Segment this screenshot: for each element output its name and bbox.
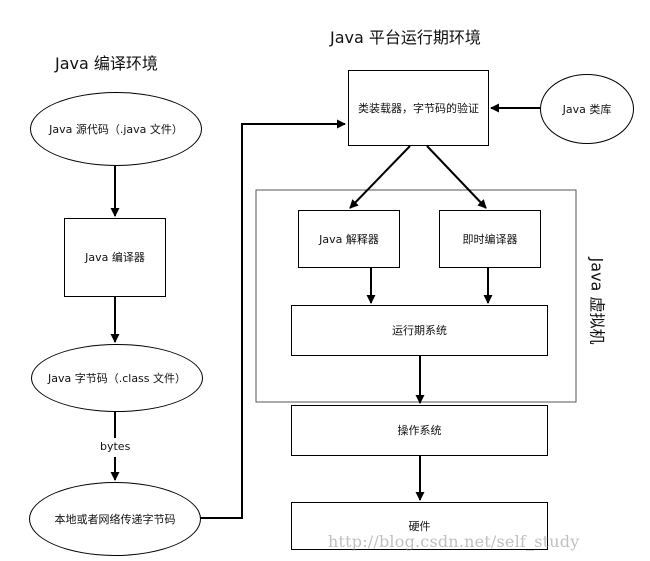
transfer-node: 本地或者网络传递字节码 bbox=[29, 482, 201, 556]
jvm-label-text: Java 虚拟机 bbox=[587, 257, 607, 345]
edge-loader-to-interpreter bbox=[349, 145, 411, 209]
interpreter-node: Java 解释器 bbox=[298, 210, 400, 268]
compiler-node: Java 编译器 bbox=[64, 218, 166, 297]
os-node: 操作系统 bbox=[291, 405, 548, 456]
jvm-label: Java 虚拟机 bbox=[578, 246, 618, 356]
class-loader-node: 类装载器，字节码的验证 bbox=[348, 70, 489, 146]
bytes-edge-label: bytes bbox=[98, 440, 133, 453]
runtime-system-node: 运行期系统 bbox=[291, 305, 548, 356]
compile-env-title: Java 编译环境 bbox=[55, 54, 158, 73]
edge-transfer-to-loader bbox=[198, 119, 346, 519]
jit-node: 即时编译器 bbox=[439, 210, 541, 268]
watermark: http://blog.csdn.net/self_study bbox=[328, 532, 580, 551]
edge-loader-to-jit bbox=[426, 145, 487, 209]
java-lib-node: Java 类库 bbox=[540, 74, 634, 144]
runtime-env-title: Java 平台运行期环境 bbox=[330, 28, 481, 47]
source-code-node: Java 源代码（.java 文件） bbox=[30, 92, 202, 166]
bytecode-node: Java 字节码（.class 文件） bbox=[31, 344, 203, 412]
hardware-node: 硬件 bbox=[291, 502, 548, 550]
